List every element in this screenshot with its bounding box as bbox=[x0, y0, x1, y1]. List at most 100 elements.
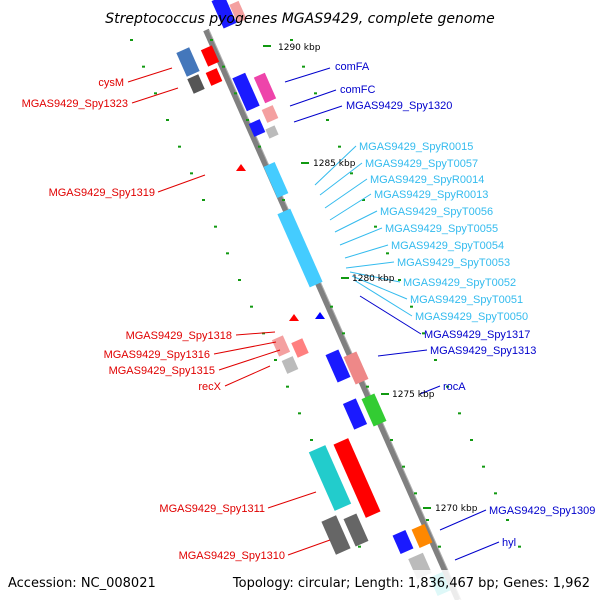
gene-label-spy1310[interactable]: MGAS9429_Spy1310 bbox=[179, 550, 285, 562]
gene-block bbox=[321, 515, 351, 555]
gene-label-spyt0051[interactable]: MGAS9429_SpyT0051 bbox=[410, 294, 523, 306]
gene-block bbox=[263, 162, 289, 198]
gene-label-spyt0050[interactable]: MGAS9429_SpyT0050 bbox=[415, 311, 528, 323]
gene-label-spyr0015[interactable]: MGAS9429_SpyR0015 bbox=[359, 141, 473, 153]
gene-block bbox=[187, 74, 205, 94]
gene-block bbox=[392, 530, 414, 554]
gene-label-spyr0014[interactable]: MGAS9429_SpyR0014 bbox=[370, 174, 484, 186]
gene-label-spyr0013[interactable]: MGAS9429_SpyR0013 bbox=[374, 189, 488, 201]
gene-label-spy1323[interactable]: MGAS9429_Spy1323 bbox=[22, 98, 128, 110]
gene-label-cysm[interactable]: cysM bbox=[98, 77, 124, 89]
leader-line bbox=[213, 341, 277, 355]
leader-line bbox=[439, 509, 487, 531]
gene-block bbox=[291, 338, 309, 358]
gene-label-spy1317[interactable]: MGAS9429_Spy1317 bbox=[424, 329, 530, 341]
gene-block bbox=[229, 0, 247, 24]
leader-line bbox=[344, 244, 389, 259]
map-title: Streptococcus pyogenes MGAS9429, complet… bbox=[105, 11, 494, 27]
gene-block bbox=[205, 68, 223, 86]
gene-block bbox=[361, 393, 387, 427]
leader-line bbox=[359, 295, 422, 335]
leader-line bbox=[127, 67, 173, 83]
genome-backbone bbox=[203, 28, 461, 600]
leader-line bbox=[339, 227, 383, 246]
minor-ticks bbox=[130, 39, 521, 548]
leader-line bbox=[287, 539, 331, 556]
leader-line bbox=[218, 349, 281, 371]
gene-block bbox=[277, 208, 323, 288]
feature-arrow bbox=[289, 314, 299, 321]
gene-block bbox=[265, 125, 279, 139]
label-leader-lines bbox=[127, 67, 500, 561]
gene-block bbox=[200, 45, 220, 67]
leader-line bbox=[293, 105, 343, 123]
leader-line bbox=[334, 210, 378, 233]
gene-block bbox=[248, 119, 266, 137]
gene-block bbox=[333, 438, 381, 518]
gene-block bbox=[211, 0, 237, 29]
gene-features bbox=[176, 0, 451, 596]
gene-label-spy1309[interactable]: MGAS9429_Spy1309 bbox=[489, 505, 595, 517]
gene-label-spy1311[interactable]: MGAS9429_Spy1311 bbox=[159, 503, 265, 515]
scale-label-1280: 1280 kbp bbox=[352, 274, 395, 284]
gene-label-spy1318[interactable]: MGAS9429_Spy1318 bbox=[126, 330, 232, 342]
leader-line bbox=[351, 275, 408, 300]
leader-line bbox=[289, 89, 337, 107]
gene-block bbox=[281, 356, 299, 374]
gene-block bbox=[411, 524, 433, 548]
feature-arrow bbox=[236, 164, 246, 171]
gene-block bbox=[325, 349, 351, 383]
gene-label-spyt0055[interactable]: MGAS9429_SpyT0055 bbox=[385, 223, 498, 235]
leader-line bbox=[345, 261, 395, 269]
gene-label-spy1319[interactable]: MGAS9429_Spy1319 bbox=[49, 187, 155, 199]
gene-block bbox=[342, 398, 368, 430]
gene-label-spyt0056[interactable]: MGAS9429_SpyT0056 bbox=[380, 206, 493, 218]
leader-line bbox=[284, 67, 331, 83]
leader-line bbox=[377, 349, 428, 357]
leader-line bbox=[235, 331, 276, 336]
gene-label-comfa[interactable]: comFA bbox=[335, 61, 370, 73]
leader-line bbox=[224, 365, 271, 387]
gene-label-recx[interactable]: recX bbox=[198, 381, 221, 393]
leader-line bbox=[419, 385, 441, 395]
leader-line bbox=[314, 145, 357, 186]
scale-label-1290: 1290 kbp bbox=[278, 43, 321, 53]
gene-label-spyt0054[interactable]: MGAS9429_SpyT0054 bbox=[391, 240, 504, 252]
footer-accession: Accession: NC_008021 bbox=[8, 576, 156, 591]
leader-line bbox=[329, 193, 372, 221]
gene-block bbox=[343, 513, 369, 547]
gene-label-spy1313[interactable]: MGAS9429_Spy1313 bbox=[430, 345, 536, 357]
leader-line bbox=[319, 162, 363, 196]
gene-label-hyl[interactable]: hyl bbox=[502, 537, 516, 549]
gene-label-spyt0053[interactable]: MGAS9429_SpyT0053 bbox=[397, 257, 510, 269]
gene-label-spy1320[interactable]: MGAS9429_Spy1320 bbox=[346, 100, 452, 112]
leader-line bbox=[454, 541, 500, 561]
gene-label-spy1316[interactable]: MGAS9429_Spy1316 bbox=[104, 349, 210, 361]
footer-backdrop bbox=[0, 570, 600, 600]
scale-label-1285: 1285 kbp bbox=[313, 159, 356, 169]
gene-block bbox=[308, 445, 352, 511]
gene-block bbox=[261, 105, 279, 123]
footer-summary: Topology: circular; Length: 1,836,467 bp… bbox=[232, 576, 590, 591]
gene-label-spyt0052[interactable]: MGAS9429_SpyT0052 bbox=[403, 277, 516, 289]
gene-block bbox=[271, 335, 291, 357]
gene-label-comfc[interactable]: comFC bbox=[340, 84, 376, 96]
gene-label-roca[interactable]: rocA bbox=[443, 381, 466, 393]
gene-block bbox=[176, 47, 200, 77]
leader-line bbox=[324, 178, 368, 209]
gene-label-spy1315[interactable]: MGAS9429_Spy1315 bbox=[109, 365, 215, 377]
feature-arrow bbox=[315, 312, 325, 319]
gene-block bbox=[253, 72, 277, 104]
leader-line bbox=[157, 174, 206, 193]
leader-line bbox=[267, 491, 317, 509]
leader-line bbox=[349, 271, 401, 283]
leader-line bbox=[131, 87, 179, 104]
scale-label-1275: 1275 kbp bbox=[392, 390, 435, 400]
gene-label-spyt0057[interactable]: MGAS9429_SpyT0057 bbox=[365, 158, 478, 170]
gene-block bbox=[232, 72, 260, 112]
leader-line bbox=[353, 279, 413, 317]
gene-block bbox=[343, 351, 369, 385]
scale-label-1270: 1270 kbp bbox=[435, 504, 478, 514]
